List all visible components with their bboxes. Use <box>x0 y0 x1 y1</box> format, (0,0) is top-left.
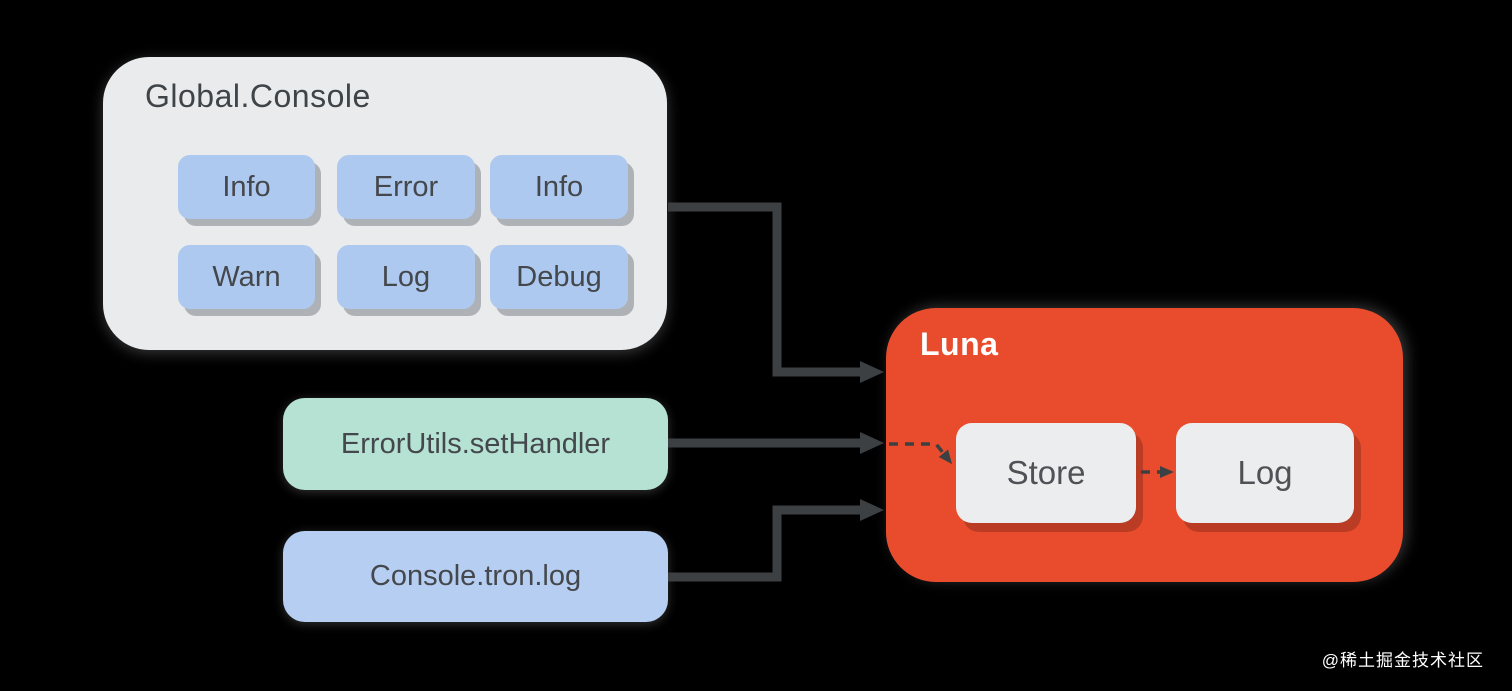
arrow-console-to-luna <box>668 202 884 383</box>
console-method-info-2: Info <box>490 155 628 219</box>
luna-group: Luna Store Log <box>886 308 1403 582</box>
console-method-debug: Debug <box>490 245 628 309</box>
luna-title: Luna <box>920 326 999 362</box>
arrow-tronlog-to-luna <box>668 499 884 582</box>
global-console-group: Global.Console Info Error Info Warn Log … <box>103 57 667 350</box>
console-method-warn: Warn <box>178 245 315 309</box>
console-method-error: Error <box>337 155 475 219</box>
console-method-info-1: Info <box>178 155 315 219</box>
console-tron-node: Console.tron.log <box>283 531 668 622</box>
error-utils-node: ErrorUtils.setHandler <box>283 398 668 490</box>
store-node: Store <box>956 423 1136 523</box>
watermark: @稀土掘金技术社区 <box>1321 651 1484 670</box>
console-method-log: Log <box>337 245 475 309</box>
global-console-title: Global.Console <box>145 78 371 114</box>
log-node: Log <box>1176 423 1354 523</box>
